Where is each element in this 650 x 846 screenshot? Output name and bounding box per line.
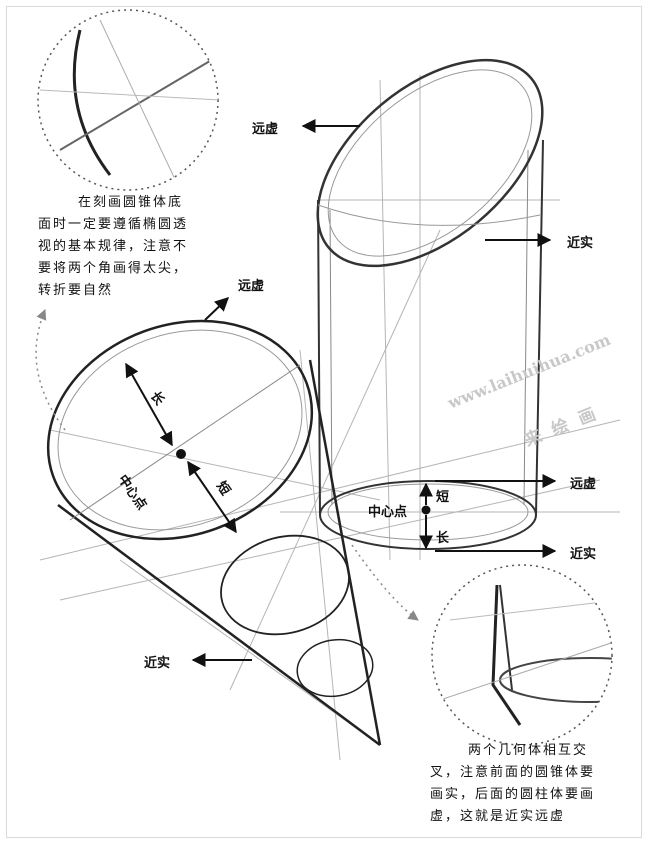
label-center-cylinder: 中心点 <box>368 505 408 520</box>
cone-center-point <box>176 449 186 459</box>
label-near-top: 近实 <box>567 236 594 251</box>
note-bottom-right: 两个几何体相互交 叉，注意前面的圆锥体要 画实，后面的圆柱体要画 虚，这就是近实… <box>430 743 596 824</box>
label-far-top: 远虚 <box>252 122 279 137</box>
label-far-cylinder-bottom: 远虚 <box>570 477 597 492</box>
label-near-cone: 近实 <box>144 656 171 671</box>
guide-arrow-right <box>351 544 419 621</box>
label-arrows <box>125 119 557 667</box>
guide-arrow-left <box>35 309 66 431</box>
cylinder <box>316 58 544 550</box>
label-near-cylinder-bottom: 近实 <box>570 547 597 562</box>
page-border <box>6 6 642 838</box>
cylinder-center-point <box>421 505 431 515</box>
label-far-cone: 远虚 <box>238 279 265 294</box>
label-long-cylinder: 长 <box>436 531 450 546</box>
note-top-left: 在刻画圆锥体底 面时一定要遵循椭圆透 视的基本规律，注意不 要将两个角画得太尖，… <box>38 195 189 298</box>
zoom-circle-bottom <box>431 564 613 746</box>
label-short-cylinder: 短 <box>436 490 450 505</box>
cone <box>46 319 382 747</box>
zoom-circle-top <box>37 9 219 191</box>
